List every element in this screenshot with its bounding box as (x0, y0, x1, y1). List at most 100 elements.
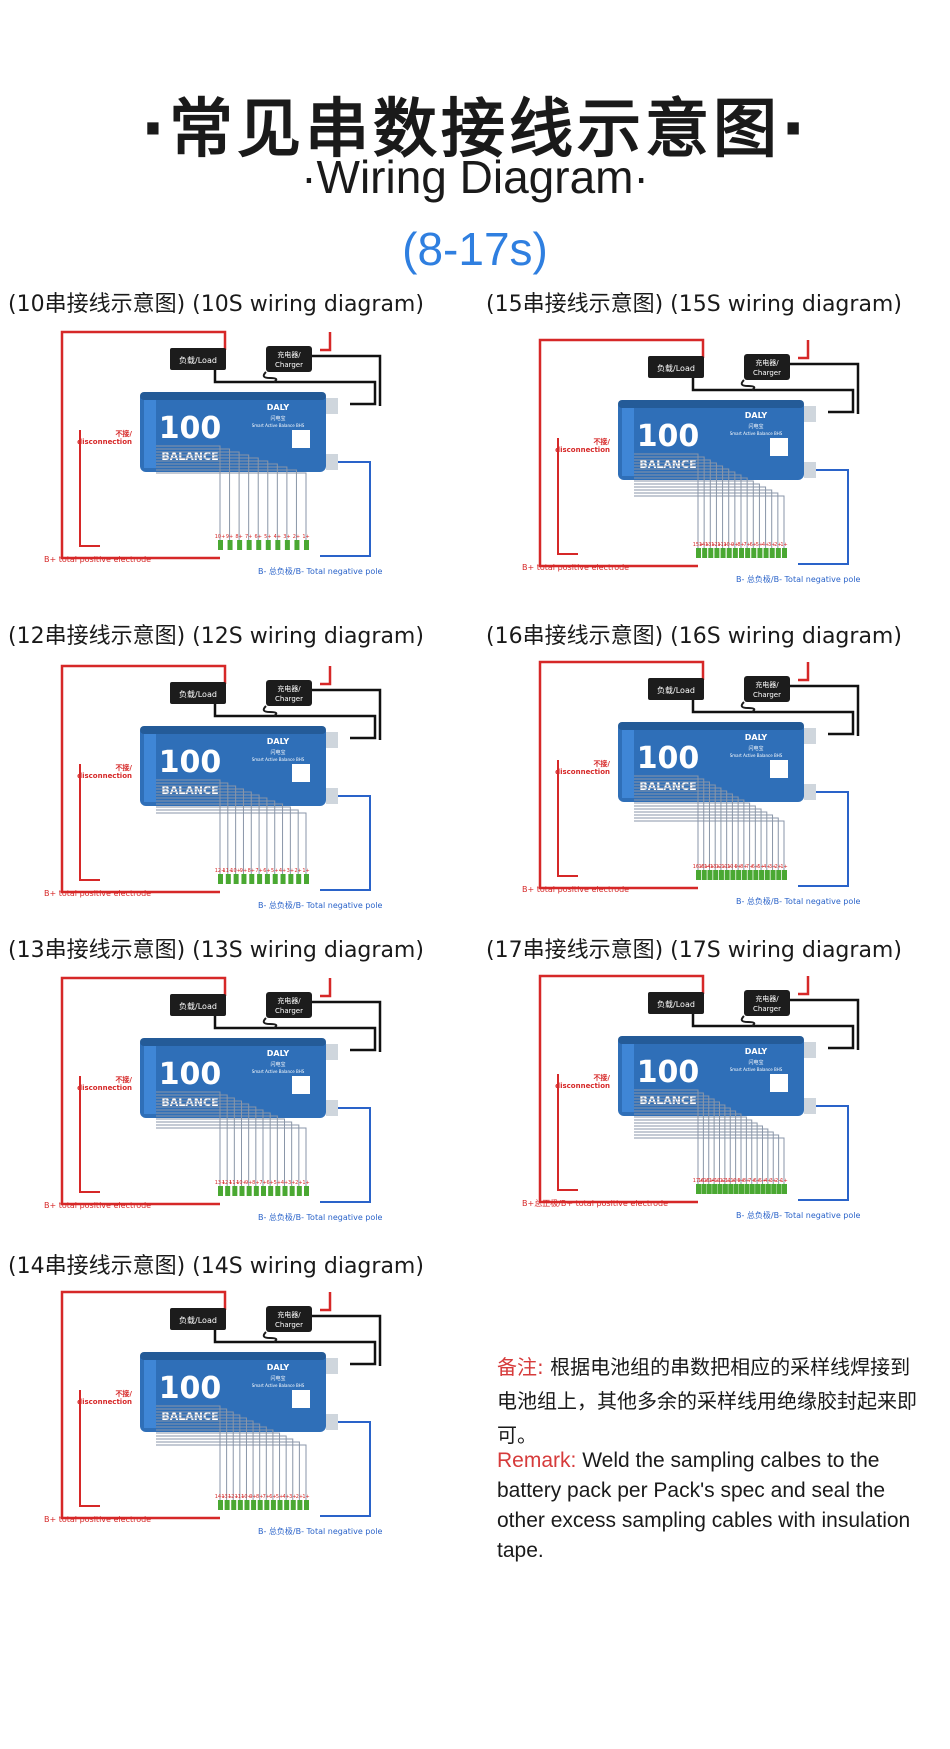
sampling-wire (156, 791, 252, 874)
sampling-wire (156, 1405, 221, 1500)
board-name-cn: 闪电宝 (748, 423, 763, 430)
sampling-terminal (256, 540, 262, 550)
sampling-wire (156, 1429, 274, 1500)
load-black-wire (213, 694, 377, 740)
charger-box (744, 354, 790, 380)
sampling-terminal (237, 540, 243, 550)
terminal-label: 11+ (229, 1180, 240, 1186)
board-logo-number: 100 (159, 1057, 222, 1092)
terminal-label: 3+ (770, 1178, 777, 1184)
charger-red-wire (320, 666, 332, 686)
sampling-wire (156, 1426, 267, 1500)
note-en: Remark: Weld the sampling calbes to the … (497, 1449, 911, 1562)
sampling-wire (634, 1122, 758, 1184)
board-name-cn: 闪电宝 (270, 749, 285, 756)
terminal-label: 8+ (235, 534, 242, 540)
sampling-terminal (714, 548, 720, 558)
terminal-label: 13+ (714, 1178, 725, 1184)
sampling-wire (634, 1098, 715, 1184)
sampling-terminal (755, 1184, 761, 1194)
sampling-terminal (231, 1500, 237, 1510)
board-top-edge (140, 726, 326, 734)
charger-label-cn: 充电器/ (755, 358, 779, 367)
diagram-label-15s: (15串接线示意图) (15S wiring diagram) (486, 292, 902, 317)
board-logo-text: BALANCE (161, 1410, 218, 1423)
wiring-svg: 负载/Load充电器/Charger100BALANCEDALY闪电宝Smart… (44, 1290, 382, 1536)
board-name-en: Smart Active Balance BHS (252, 1069, 305, 1074)
sampling-terminal (741, 870, 747, 880)
disconnect-red-wire (79, 1390, 100, 1507)
terminal-label: 1+ (780, 542, 787, 548)
sampling-terminal (294, 540, 300, 550)
b-minus-wire (798, 1105, 849, 1201)
board-logo-number: 100 (637, 1055, 700, 1090)
charger-label-en: Charger (753, 1005, 781, 1013)
sampling-wire (634, 796, 739, 870)
sampling-wire (634, 453, 699, 548)
terminal-label: 9+ (249, 1494, 256, 1500)
sampling-terminal (696, 548, 701, 558)
sampling-wire (634, 471, 736, 548)
charger-cable (262, 371, 278, 383)
charger-label-cn: 充电器/ (277, 996, 301, 1005)
terminal-label: 11+ (223, 868, 234, 874)
charger-red-wire (320, 978, 332, 998)
disconnect-label-en: disconnection (77, 772, 132, 780)
sampling-wire (634, 1116, 747, 1184)
terminal-label: 11+ (717, 542, 728, 548)
terminal-label: 13+ (215, 1180, 226, 1186)
charger-cable (740, 701, 756, 713)
terminal-label: 16+ (698, 1178, 709, 1184)
sampling-terminal (290, 1500, 296, 1510)
board-connector-strip (144, 1356, 156, 1428)
board-port-bottom (326, 1100, 338, 1116)
board-port-bottom (804, 1098, 816, 1114)
sampling-wire (156, 457, 259, 540)
charger-label-cn: 充电器/ (755, 994, 779, 1003)
sampling-wire (156, 797, 268, 874)
charger-red-wire (798, 976, 810, 996)
charger-black-wire (783, 362, 860, 414)
b-plus-label: B+ total positive electrode (44, 1515, 151, 1524)
board-top-edge (140, 1038, 326, 1046)
sampling-terminal (257, 1500, 263, 1510)
sampling-terminal (707, 870, 713, 880)
terminal-label: 12+ (720, 1178, 731, 1184)
load-label: 负载/Load (179, 689, 217, 699)
terminal-label: 5+ (271, 868, 278, 874)
board-name-cn: 闪电宝 (270, 1375, 285, 1382)
terminal-label: 13+ (705, 542, 716, 548)
charger-label-cn: 充电器/ (277, 350, 301, 359)
diagram-label-10s: (10串接线示意图) (10S wiring diagram) (8, 292, 424, 317)
board-name-en: Smart Active Balance BHS (730, 431, 783, 436)
terminal-label: 11+ (721, 864, 732, 870)
b-plus-label: B+ total positive electrode (522, 563, 629, 572)
charger-black-wire (305, 1314, 382, 1366)
sampling-terminal (233, 874, 239, 884)
sampling-terminal (763, 548, 769, 558)
diagram-label-14s: (14串接线示意图) (14S wiring diagram) (8, 1254, 424, 1279)
sampling-wire (156, 463, 278, 540)
sampling-wire (156, 469, 297, 540)
sampling-wire (634, 477, 748, 548)
terminal-label: 9+ (731, 542, 738, 548)
sampling-wire (634, 787, 722, 870)
sampling-terminal (718, 870, 724, 880)
terminal-label: 12+ (711, 542, 722, 548)
sampling-terminal (732, 548, 738, 558)
board-port-top (326, 398, 338, 414)
terminal-label: 6+ (266, 1180, 273, 1186)
terminal-label: 2+ (294, 868, 301, 874)
terminal-label: 9+ (737, 1178, 744, 1184)
terminal-label: 1+ (780, 1178, 787, 1184)
sampling-wire (634, 817, 779, 870)
load-label: 负载/Load (179, 355, 217, 365)
terminal-label: 8+ (248, 868, 255, 874)
board-port-top (804, 728, 816, 744)
terminal-label: 10+ (230, 868, 241, 874)
terminal-label: 10+ (215, 534, 226, 540)
sampling-terminal (769, 548, 775, 558)
sampling-terminal (224, 1500, 230, 1510)
